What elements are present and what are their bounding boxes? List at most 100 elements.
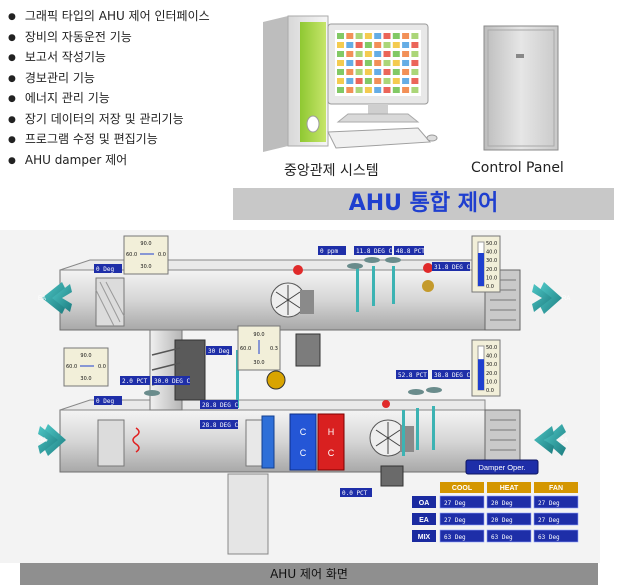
oa-label: OA	[38, 438, 47, 444]
gauge-tick: 50.0	[486, 241, 497, 247]
tag-deg-c1: 28.8 DEG C	[200, 400, 239, 409]
oa-arrow	[38, 424, 66, 456]
tag-text: 0 Deg	[96, 398, 114, 405]
feature-list: 그래픽 타입의 AHU 제어 인터페이스 장비의 자동운전 기능 보고서 작성기…	[8, 6, 210, 170]
feature-item: AHU damper 제어	[8, 150, 210, 171]
feature-item: 장기 데이터의 저장 및 관리기능	[8, 109, 210, 130]
table-cell[interactable]: 27 Deg	[444, 517, 466, 524]
table-cell[interactable]: 63 Deg	[444, 534, 466, 541]
tag-pct-mid: 2.0 PCT	[120, 376, 150, 385]
ra-label: RA	[562, 296, 570, 302]
tag-text: 0.0 PCT	[342, 490, 368, 497]
gauge-tick: 40.0	[486, 250, 497, 256]
table-row-label: EA	[419, 517, 429, 524]
dial-value: 0.3	[270, 346, 278, 352]
feature-item: 경보관리 기능	[8, 68, 210, 89]
ea-arrow	[42, 282, 72, 314]
setpoint-table: COOL HEAT FAN OA 27 Deg 20 Deg 27 Deg EA…	[412, 482, 579, 543]
dial-value: 30.0	[140, 264, 151, 270]
damper-dial-mid[interactable]: 90.0 60.0 0.3 30.0	[237, 325, 281, 371]
damper-dial-left[interactable]: 90.0 60.0 0.0 30.0	[63, 347, 109, 387]
dial-value: 90.0	[80, 353, 91, 359]
tag-deg-oa: 0 Deg	[94, 396, 122, 405]
gauge-tick: 20.0	[486, 371, 497, 377]
feature-item: 프로그램 수정 및 편집기능	[8, 129, 210, 150]
feature-item: 장비의 자동운전 기능	[8, 27, 210, 48]
table-cell[interactable]: 20 Deg	[491, 517, 513, 524]
damper-oper-button[interactable]: Damper Oper.	[465, 459, 539, 475]
feature-item: 에너지 관리 기능	[8, 88, 210, 109]
table-cell[interactable]: 27 Deg	[538, 500, 560, 507]
tag-text: 0 Deg	[96, 266, 114, 273]
footer-caption: AHU 제어 화면	[20, 563, 598, 585]
sa-label: SA	[560, 438, 568, 444]
ra-arrow	[532, 282, 562, 314]
tag-text: 31.8 DEG C	[434, 264, 471, 271]
tag-text: 30.0 DEG C	[154, 378, 191, 385]
tag-text: 11.8 DEG C	[356, 248, 393, 255]
table-header: HEAT	[500, 485, 519, 492]
tag-text: 38.8 DEG C	[434, 372, 471, 379]
dial-value: 90.0	[140, 241, 151, 247]
table-header: FAN	[549, 485, 563, 492]
gauge-top: 50.0 40.0 30.0 20.0 10.0 0.0	[471, 235, 501, 293]
ahu-diagram: C C H C EA OA RA SA 90.0 60.0 0.0 30.0 9…	[0, 230, 600, 563]
gauge-tick: 30.0	[486, 362, 497, 368]
tag-pct-bot: 0.0 PCT	[340, 488, 372, 497]
tag-text: 2.0 PCT	[122, 378, 148, 385]
table-cell[interactable]: 20 Deg	[491, 500, 513, 507]
table-cell[interactable]: 27 Deg	[444, 500, 466, 507]
gauge-tick: 50.0	[486, 345, 497, 351]
tag-pct-r: 52.8 PCT	[396, 370, 428, 379]
table-row-label: OA	[419, 500, 430, 507]
gauge-tick: 40.0	[486, 354, 497, 360]
tag-deg-top1: 11.8 DEG C	[354, 246, 393, 255]
central-computer-image	[263, 15, 438, 152]
tag-deg-mid: 30 Deg	[206, 346, 232, 355]
gauge-top-fill	[478, 253, 484, 286]
heating-coil-label: H	[328, 427, 335, 437]
damper-oper-label: Damper Oper.	[478, 463, 525, 472]
central-system-caption: 중앙관제 시스템	[284, 163, 379, 179]
dial-value: 30.0	[80, 376, 91, 382]
dial-value: 60.0	[126, 252, 137, 258]
tag-text: 0 ppm	[320, 248, 338, 255]
dial-value: 30.0	[253, 360, 264, 366]
gauge-tick: 30.0	[486, 258, 497, 264]
dial-value: 60.0	[66, 364, 77, 370]
damper-dial-top[interactable]: 90.0 60.0 0.0 30.0	[123, 235, 169, 275]
control-panel-image	[483, 25, 559, 151]
table-cell[interactable]: 63 Deg	[491, 534, 513, 541]
tag-text: 28.8 DEG C	[202, 422, 239, 429]
control-panel-caption: Control Panel	[471, 160, 564, 176]
dial-value: 0.0	[158, 252, 166, 258]
banner-title: AHU 통합 제어	[233, 188, 614, 220]
tag-deg-mid2: 30.0 DEG C	[152, 376, 191, 385]
gauge-tick: 20.0	[486, 267, 497, 273]
tag-deg-r: 38.8 DEG C	[432, 370, 471, 379]
ea-label: EA	[38, 296, 46, 302]
heating-coil-label-2: C	[328, 448, 335, 458]
gauge-tick: 0.0	[486, 388, 494, 394]
tag-text: 48.8 PCT	[396, 248, 425, 255]
gauge-tick: 10.0	[486, 275, 497, 281]
feature-item: 그래픽 타입의 AHU 제어 인터페이스	[8, 6, 210, 27]
tag-deg-ea: 0 Deg	[94, 264, 122, 273]
tag-text: 52.8 PCT	[398, 372, 427, 379]
tag-deg-top2: 31.8 DEG C	[432, 262, 471, 271]
dial-value: 60.0	[240, 346, 251, 352]
table-cell[interactable]: 27 Deg	[538, 517, 560, 524]
sa-arrow	[534, 424, 566, 456]
tag-text: 30 Deg	[208, 348, 230, 355]
gauge-bottom: 50.0 40.0 30.0 20.0 10.0 0.0	[471, 339, 501, 397]
table-header: COOL	[452, 485, 473, 492]
gauge-tick: 0.0	[486, 284, 494, 290]
tag-ppm: 0 ppm	[318, 246, 346, 255]
feature-item: 보고서 작성기능	[8, 47, 210, 68]
gauge-tick: 10.0	[486, 379, 497, 385]
cooling-coil-label: C	[300, 427, 307, 437]
tag-deg-c2: 28.8 DEG C	[200, 420, 239, 429]
table-cell[interactable]: 63 Deg	[538, 534, 560, 541]
cooling-coil-label-2: C	[300, 448, 307, 458]
gauge-bottom-fill	[478, 359, 484, 390]
